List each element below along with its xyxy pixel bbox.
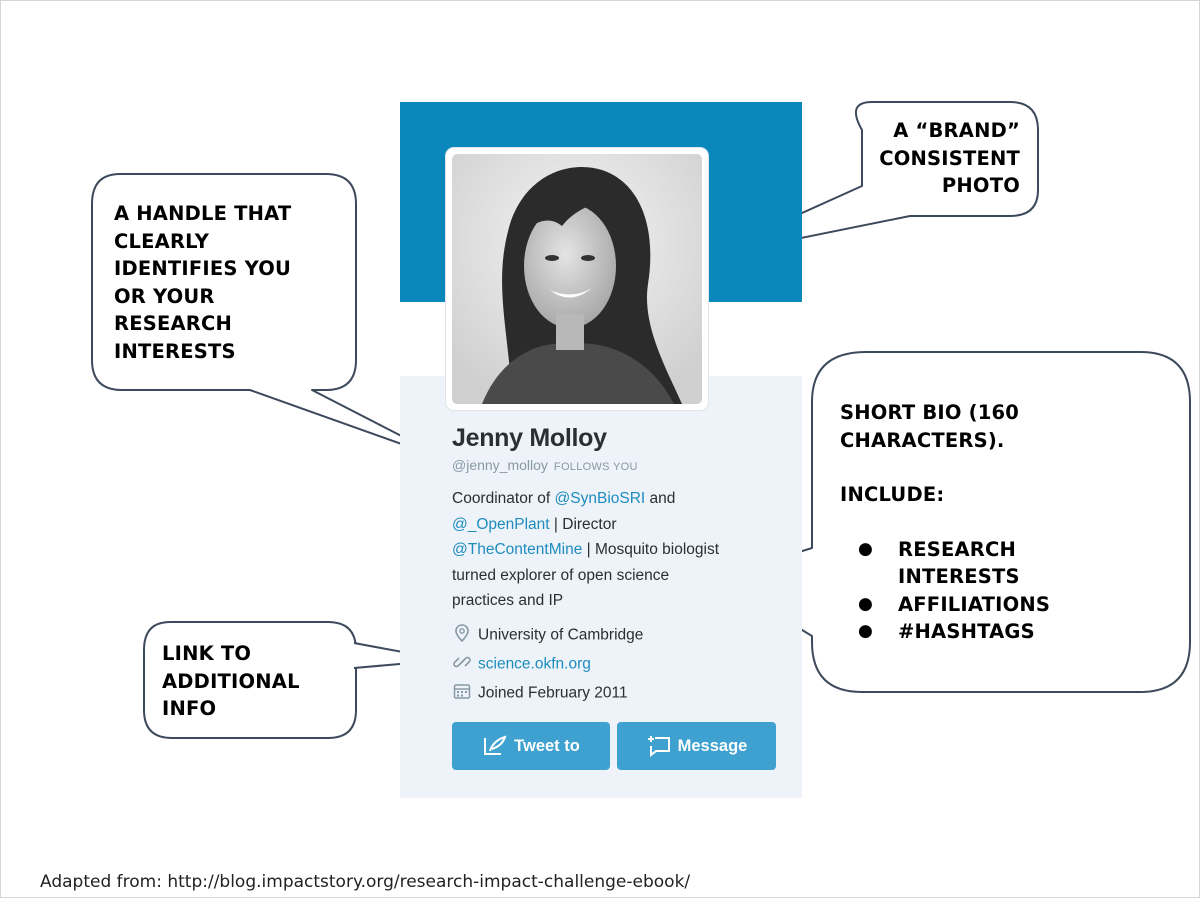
link-icon [452,653,472,676]
callout-line: A HANDLE THAT [114,202,292,225]
bio-text: | Director [549,515,617,533]
callout-line: IDENTIFIES YOU [114,257,292,280]
mention-link[interactable]: @SynBioSRI [554,490,646,507]
calendar-icon [452,682,472,705]
profile-handle[interactable]: @jenny_molloy [452,457,548,473]
message-button[interactable]: Message [617,722,776,770]
bio-text: | Mosquito biologist [582,541,720,558]
tweet-to-button[interactable]: Tweet to [452,722,610,770]
mention-link[interactable]: @TheContentMine [452,541,583,558]
list-item: #HASHTAGS [840,618,1058,646]
profile-website-link[interactable]: science.okfn.org [478,655,591,673]
callout-line: INTERESTS [114,339,236,363]
callout-line: RESEARCH [114,312,233,335]
bio-callout-text: SHORT BIO (160 CHARACTERS). INCLUDE: RES… [840,399,1058,646]
callout-line: INCLUDE: [840,483,945,506]
bio-include-list: RESEARCH INTERESTS AFFILIATIONS #HASHTAG… [840,536,1058,646]
message-icon [646,734,672,758]
tweet-to-label: Tweet to [514,736,580,755]
bio-text: and [645,490,676,507]
mention-link[interactable]: @_OpenPlant [452,515,550,533]
link-callout-text: LINK TO ADDITIONAL INFO [162,640,300,723]
profile-bio: Coordinator of @SynBioSRI and @_OpenPlan… [452,486,782,614]
link-callout-balloon [143,621,357,739]
callout-line: OR YOUR [114,284,215,308]
bio-text: turned explorer of open science [452,566,670,584]
source-footer: Adapted from: http://blog.impactstory.or… [40,872,691,892]
callout-line: CLEARLY [114,229,210,253]
callout-line: CONSISTENT [879,146,1020,170]
photo-callout-balloon [701,101,1039,259]
callout-line: INFO [162,697,217,720]
list-item: AFFILIATIONS [840,591,1058,619]
handle-callout-text: A HANDLE THAT CLEARLY IDENTIFIES YOU OR … [114,200,291,365]
list-item: RESEARCH INTERESTS [840,536,1058,591]
avatar[interactable] [452,154,702,404]
avatar-photo [452,154,702,404]
bio-text: Coordinator of [452,490,555,507]
callout-line: CHARACTERS). [840,428,1005,452]
profile-name[interactable]: Jenny Molloy [452,424,607,452]
callout-line: LINK TO [162,642,252,665]
profile-location: University of Cambridge [478,626,644,644]
profile-joined-row: Joined February 2011 [452,682,628,705]
message-label: Message [677,736,748,755]
profile-location-row: University of Cambridge [452,624,643,647]
callout-line: A “BRAND” [893,119,1020,142]
handle-callout-balloon [91,173,453,463]
profile-handle-row: @jenny_molloy FOLLOWS YOU [452,457,638,473]
profile-website-row: science.okfn.org [452,653,591,676]
callout-line: PHOTO [941,174,1020,197]
map-pin-icon [452,624,472,647]
profile-joined: Joined February 2011 [478,684,628,702]
callout-line: SHORT BIO (160 [840,401,1020,424]
photo-callout-text: A “BRAND” CONSISTENT PHOTO [862,117,1020,200]
bio-text: practices and IP [452,592,564,609]
follows-you-badge: FOLLOWS YOU [553,461,638,473]
callout-line: ADDITIONAL [162,669,300,693]
bio-callout-balloon [715,351,1191,693]
compose-icon [482,734,508,758]
